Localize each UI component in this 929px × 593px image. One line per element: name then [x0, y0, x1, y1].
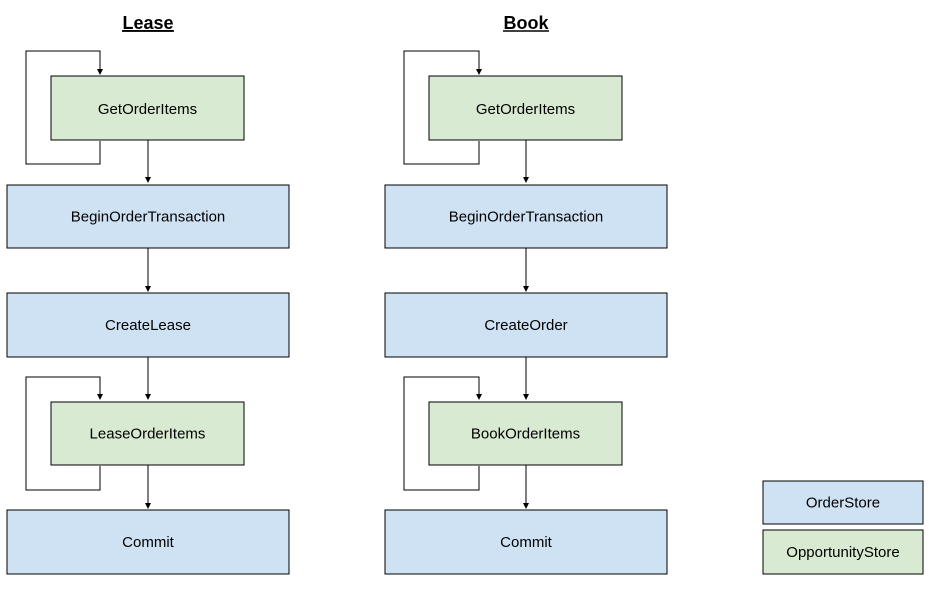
book-get-order-items-label: GetOrderItems: [476, 101, 575, 118]
legend-order-store: OrderStore: [762, 480, 924, 525]
book-get-items-loop: [403, 50, 482, 165]
lease-column-title: Lease: [122, 13, 173, 33]
lease-get-items-loop: [25, 50, 103, 165]
lease-get-order-items-label: GetOrderItems: [98, 101, 197, 118]
book-order-items-loop: [403, 376, 482, 491]
book-begin-order-transaction-node: BeginOrderTransaction: [384, 184, 668, 249]
book-create-order-label: CreateOrder: [484, 317, 567, 334]
book-create-order-node: CreateOrder: [384, 292, 668, 358]
lease-create-lease-node: CreateLease: [6, 292, 290, 358]
lease-order-items-node: LeaseOrderItems: [50, 401, 245, 466]
legend-opportunity-store-label: OpportunityStore: [786, 544, 899, 561]
legend-opportunity-store: OpportunityStore: [762, 529, 924, 575]
legend-order-store-label: OrderStore: [806, 495, 880, 512]
book-column-title: Book: [504, 13, 550, 33]
lease-begin-order-transaction-label: BeginOrderTransaction: [71, 209, 226, 226]
lease-get-order-items-node: GetOrderItems: [50, 75, 245, 141]
book-order-items-node: BookOrderItems: [428, 401, 623, 466]
lease-order-items-loop: [25, 376, 103, 491]
book-column: Book GetOrderItems BeginOrderTransaction…: [384, 13, 668, 575]
lease-column: Lease GetOrderItems BeginOrderTransactio…: [6, 13, 290, 575]
lease-begin-order-transaction-node: BeginOrderTransaction: [6, 184, 290, 249]
lease-create-lease-label: CreateLease: [105, 317, 191, 334]
legend: OrderStore OpportunityStore: [762, 480, 924, 575]
book-commit-label: Commit: [500, 534, 552, 551]
book-get-order-items-node: GetOrderItems: [428, 75, 623, 141]
lease-commit-label: Commit: [122, 534, 174, 551]
book-order-items-label: BookOrderItems: [471, 426, 580, 443]
book-commit-node: Commit: [384, 509, 668, 575]
book-begin-order-transaction-label: BeginOrderTransaction: [449, 209, 604, 226]
lease-order-items-label: LeaseOrderItems: [90, 426, 206, 443]
lease-commit-node: Commit: [6, 509, 290, 575]
